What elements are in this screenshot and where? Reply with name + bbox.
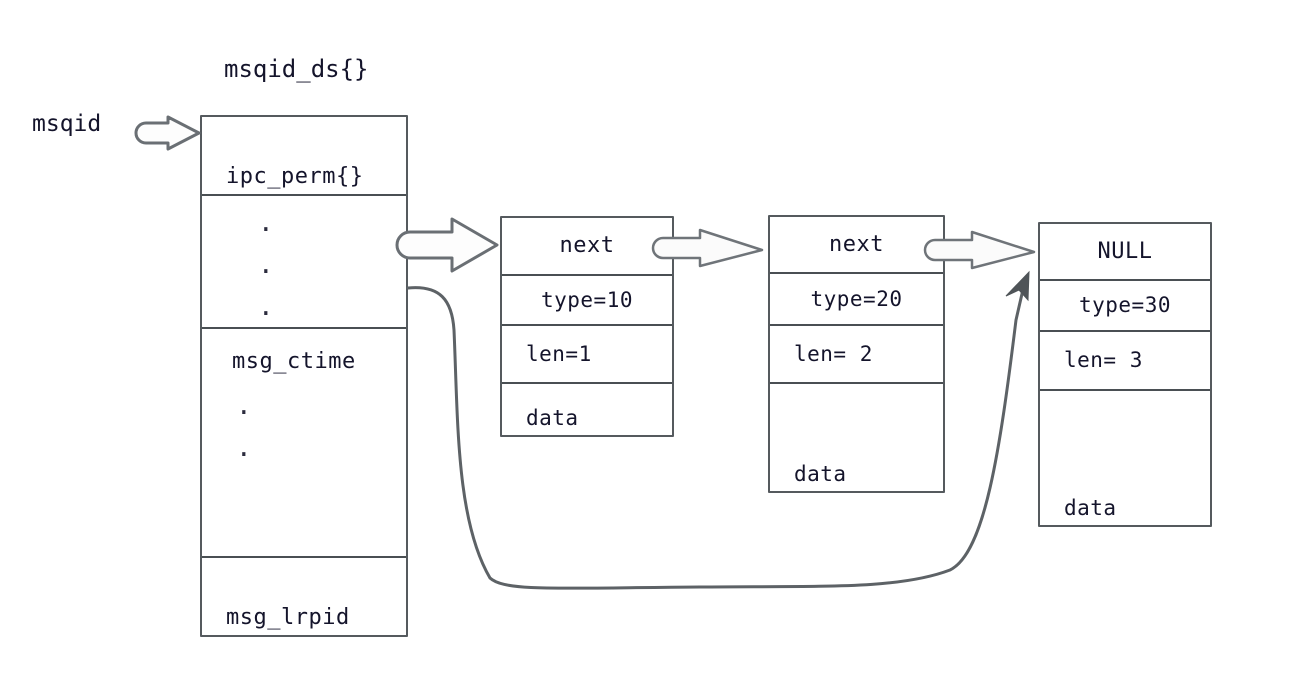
msg-node-2-type-field: type=20 [770, 272, 943, 324]
msg-node-1-next-field: next [502, 218, 672, 274]
msg-node-3-len-label: len= 3 [1064, 348, 1143, 372]
struct-ellipsis-dot-4: . [236, 391, 252, 421]
struct-field-msg-lrpid-label: msg_lrpid [226, 605, 350, 630]
msg-node-2: next type=20 len= 2 data [768, 215, 945, 493]
msg-node-3-type-field: type=30 [1040, 279, 1210, 330]
msg-node-2-data-field: data [770, 382, 943, 491]
msg-node-2-type-label: type=20 [810, 286, 903, 311]
struct-ellipsis-dot-2: . [258, 250, 274, 280]
struct-ellipsis-band-upper: . . . [202, 194, 406, 327]
msqid-to-struct-arrow [134, 115, 201, 151]
struct-field-msg-ctime-label: msg_ctime [232, 349, 356, 374]
msg-node-3: NULL type=30 len= 3 data [1038, 222, 1212, 527]
msg-node-1-next-label: next [559, 233, 615, 258]
msg-node-3-type-label: type=30 [1078, 293, 1171, 317]
msg-node-3-data-label: data [1064, 496, 1117, 520]
msg-node-1-type-field: type=10 [502, 274, 672, 324]
struct-field-ipc-perm: ipc_perm{} [202, 117, 406, 194]
msg-node-1-type-label: type=10 [540, 287, 633, 312]
msqid-ds-struct-box: ipc_perm{} . . . msg_ctime . . msg_lrpid [200, 115, 408, 637]
struct-title: msqid_ds{} [224, 55, 369, 83]
struct-ellipsis-dot-1: . [258, 208, 274, 238]
struct-field-msg-lrpid: msg_lrpid [202, 556, 406, 635]
msg-node-2-next-label: next [829, 231, 884, 257]
msg-node-3-data-field: data [1040, 389, 1210, 525]
msg-node-2-data-label: data [794, 462, 847, 486]
msg-node-1-data-label: data [526, 406, 579, 430]
msg-node-2-len-field: len= 2 [770, 324, 943, 382]
msg-node-2-len-label: len= 2 [794, 341, 873, 366]
msg-node-2-next-field: next [770, 217, 943, 272]
struct-ellipsis-dot-3: . [258, 292, 274, 322]
struct-to-node1-arrow [395, 217, 499, 273]
msg-node-3-len-field: len= 3 [1040, 330, 1210, 389]
struct-field-ipc-perm-label: ipc_perm{} [226, 164, 364, 189]
msg-node-1-len-label: len=1 [526, 341, 592, 366]
msqid-pointer-label: msqid [32, 111, 102, 137]
msg-node-1-data-field: data [502, 382, 672, 435]
msg-node-3-null-label: NULL [1097, 238, 1153, 264]
msg-node-3-next-field: NULL [1040, 224, 1210, 279]
struct-field-msg-ctime: msg_ctime . . [202, 327, 406, 556]
struct-ellipsis-dot-5: . [236, 433, 252, 463]
msg-node-1-len-field: len=1 [502, 324, 672, 382]
msg-node-1: next type=10 len=1 data [500, 216, 674, 437]
